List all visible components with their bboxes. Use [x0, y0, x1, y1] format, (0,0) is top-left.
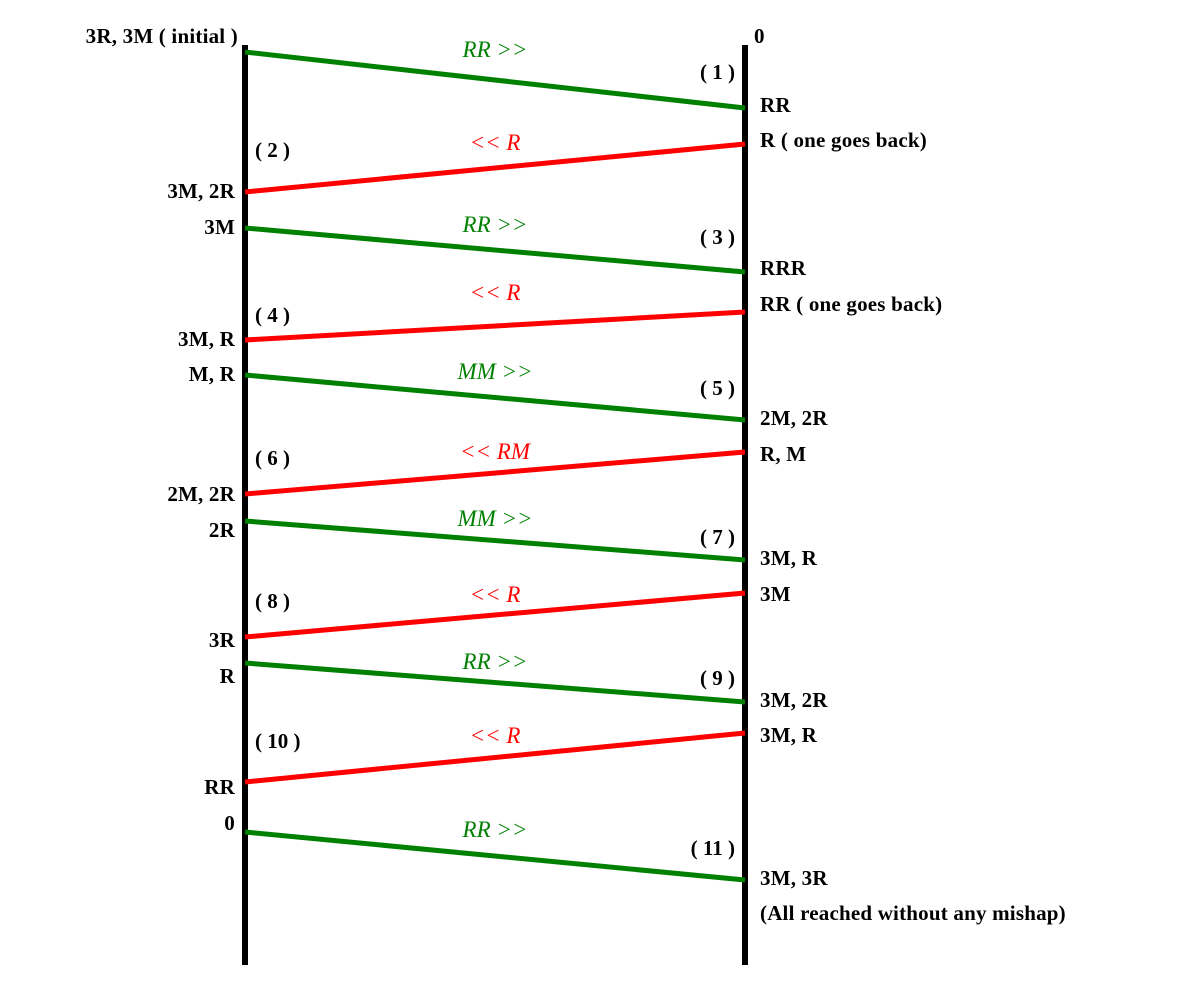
message-number-11: ( 11 )	[690, 836, 735, 860]
left-state-label-5: 2M, 2R	[167, 482, 235, 506]
right-state-label-4: RR ( one goes back)	[760, 292, 943, 316]
message-number-9: ( 9 )	[700, 666, 735, 690]
message-line-4-backward	[244, 309, 746, 343]
message-number-8: ( 8 )	[255, 589, 290, 613]
message-label-7: MM >>	[457, 506, 533, 531]
message-label-4: << R	[469, 280, 521, 305]
right-state-label-10: 3M, R	[760, 723, 817, 747]
left-state-label-1: 3M, 2R	[167, 179, 235, 203]
message-line-11-forward	[244, 829, 746, 883]
right-state-label-1: RR	[760, 93, 791, 117]
right-state-label-7: 3M, R	[760, 546, 817, 570]
left-state-label-8: R	[219, 664, 235, 688]
left-state-label-9: RR	[204, 775, 235, 799]
message-line-3-forward	[244, 225, 746, 275]
message-line-10-backward	[244, 730, 746, 785]
message-lines-group	[244, 49, 746, 883]
left-state-label-6: 2R	[208, 518, 235, 542]
left-state-label-7: 3R	[208, 628, 235, 652]
right-state-label-5: 2M, 2R	[760, 406, 828, 430]
left-state-label-10: 0	[224, 811, 235, 835]
message-label-6: << RM	[460, 439, 530, 464]
message-label-10: << R	[469, 723, 521, 748]
left-state-label-3: 3M, R	[178, 327, 235, 351]
right-state-label-8: 3M	[760, 582, 791, 606]
message-number-5: ( 5 )	[700, 376, 735, 400]
message-line-8-backward	[244, 590, 746, 640]
message-number-6: ( 6 )	[255, 446, 290, 470]
lifelines-group	[242, 45, 748, 965]
message-number-3: ( 3 )	[700, 225, 735, 249]
message-line-2-backward	[244, 141, 746, 195]
message-number-4: ( 4 )	[255, 303, 290, 327]
message-line-6-backward	[244, 449, 746, 497]
message-label-2: << R	[469, 130, 521, 155]
lifeline-header-right: 0	[754, 24, 765, 48]
right-state-label-11: 3M, 3R	[760, 866, 828, 890]
right-state-label-12: (All reached without any mishap)	[760, 901, 1066, 925]
message-label-11: RR >>	[462, 817, 528, 842]
message-line-5-forward	[244, 372, 746, 423]
right-state-label-6: R, M	[760, 442, 807, 466]
message-line-7-forward	[244, 518, 746, 563]
message-number-2: ( 2 )	[255, 138, 290, 162]
message-number-10: ( 10 )	[255, 729, 301, 753]
right-state-label-2: R ( one goes back)	[760, 128, 927, 152]
lifeline-header-left: 3R, 3M ( initial )	[85, 24, 238, 48]
right-state-label-3: RRR	[760, 256, 807, 280]
left-state-label-2: 3M	[204, 215, 235, 239]
right-state-label-9: 3M, 2R	[760, 688, 828, 712]
message-number-1: ( 1 )	[700, 60, 735, 84]
message-label-3: RR >>	[462, 212, 528, 237]
message-label-1: RR >>	[462, 37, 528, 62]
message-label-9: RR >>	[462, 649, 528, 674]
message-line-1-forward	[244, 49, 746, 111]
message-label-5: MM >>	[457, 359, 533, 384]
message-label-8: << R	[469, 582, 521, 607]
message-number-7: ( 7 )	[700, 525, 735, 549]
message-line-9-forward	[244, 660, 746, 705]
left-state-label-4: M, R	[188, 362, 235, 386]
